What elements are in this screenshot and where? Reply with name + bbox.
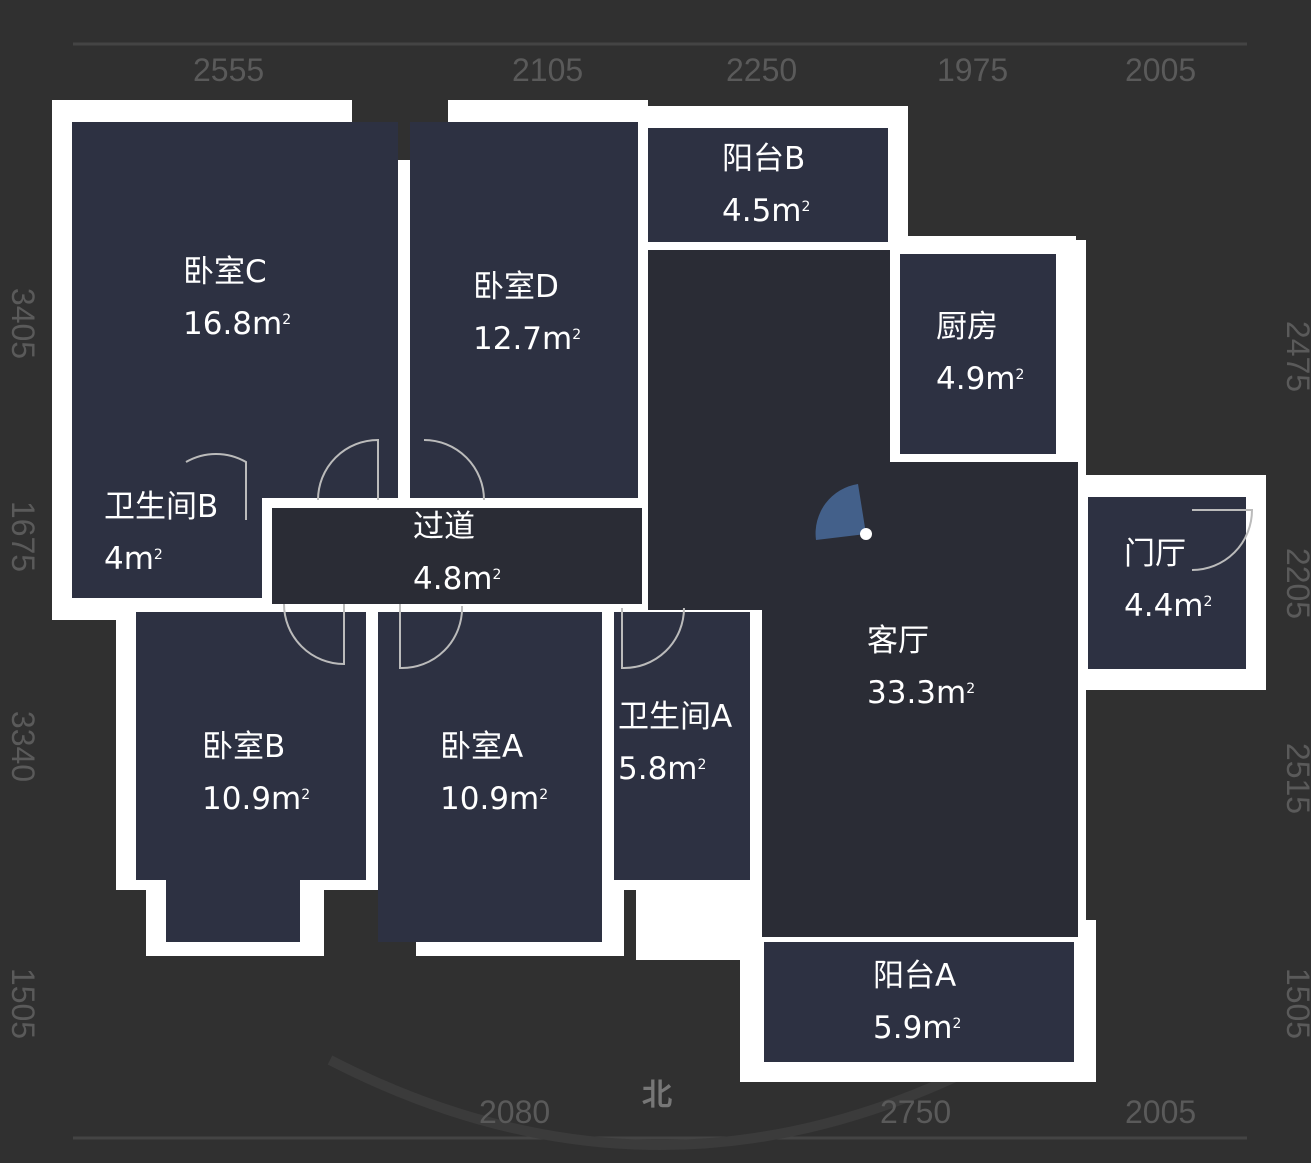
- dim-top-1: 2555: [193, 52, 265, 88]
- room-name: 客厅: [867, 623, 929, 659]
- compass-arc: [327, 1055, 993, 1150]
- room-area: 16.8m2: [183, 306, 292, 342]
- room-area: 4.4m2: [1124, 588, 1213, 624]
- dim-left-4: 1505: [5, 967, 42, 1040]
- room-foyer[interactable]: 门厅 4.4m2: [1124, 528, 1212, 632]
- room-area: 10.9m2: [202, 781, 311, 817]
- room-bathroom-a[interactable]: 卫生间A 5.8m2: [618, 691, 732, 795]
- room-area: 5.9m2: [873, 1010, 962, 1046]
- dim-bottom-2: 2750: [880, 1094, 952, 1130]
- dim-top-3: 2250: [726, 52, 798, 88]
- room-name: 卧室D: [473, 269, 559, 305]
- dim-left-2: 1675: [5, 500, 42, 573]
- dim-right-3: 2515: [1280, 742, 1311, 815]
- view-cone-icon: [815, 484, 866, 540]
- room-balcony-a[interactable]: 阳台A 5.9m2: [873, 950, 961, 1054]
- dim-top-2: 2105: [512, 52, 584, 88]
- room-kitchen[interactable]: 厨房 4.9m2: [936, 301, 1024, 405]
- room-bedroom-a[interactable]: 卧室A 10.9m2: [440, 721, 548, 825]
- dim-bottom-1: 2080: [479, 1094, 551, 1130]
- viewpoint-marker[interactable]: [860, 528, 872, 540]
- dimension-lines: [73, 42, 1247, 1140]
- dim-left-3: 3340: [5, 710, 42, 783]
- room-area: 4.8m2: [413, 561, 502, 597]
- dim-bottom-3: 2005: [1125, 1094, 1197, 1130]
- room-name: 卫生间A: [618, 699, 733, 735]
- room-name: 卧室A: [440, 729, 524, 765]
- room-area: 5.8m2: [618, 751, 707, 787]
- room-name: 阳台B: [722, 141, 806, 177]
- room-fills: [72, 122, 1246, 1062]
- room-area: 12.7m2: [473, 321, 582, 357]
- dim-right-1: 2475: [1280, 320, 1311, 393]
- room-name: 阳台A: [873, 958, 957, 994]
- dim-right-2: 2205: [1280, 547, 1311, 620]
- room-area: 4.5m2: [722, 193, 811, 229]
- room-bedroom-b[interactable]: 卧室B 10.9m2: [202, 721, 310, 825]
- room-living[interactable]: 客厅 33.3m2: [867, 615, 975, 719]
- room-area: 4m2: [104, 541, 163, 577]
- room-name: 门厅: [1124, 536, 1186, 572]
- dim-left-1: 3405: [5, 287, 42, 360]
- room-bathroom-b[interactable]: 卫生间B 4m2: [104, 481, 218, 585]
- room-hallway[interactable]: 过道 4.8m2: [413, 501, 501, 605]
- room-bedroom-d[interactable]: 卧室D 12.7m2: [473, 261, 581, 365]
- dim-right-4: 1505: [1280, 967, 1311, 1040]
- room-balcony-b[interactable]: 阳台B 4.5m2: [722, 133, 810, 237]
- dim-top-4: 1975: [937, 52, 1009, 88]
- dim-top-5: 2005: [1125, 52, 1197, 88]
- room-area: 33.3m2: [867, 675, 976, 711]
- room-bedroom-c[interactable]: 卧室C 16.8m2: [183, 246, 291, 350]
- room-area: 10.9m2: [440, 781, 549, 817]
- room-name: 过道: [413, 509, 475, 545]
- room-name: 厨房: [936, 309, 998, 345]
- room-name: 卧室B: [202, 729, 286, 765]
- doors: [185, 438, 1254, 670]
- room-name: 卫生间B: [104, 489, 219, 525]
- north-indicator: 北: [642, 1078, 672, 1113]
- room-name: 卧室C: [183, 254, 267, 290]
- room-area: 4.9m2: [936, 361, 1025, 397]
